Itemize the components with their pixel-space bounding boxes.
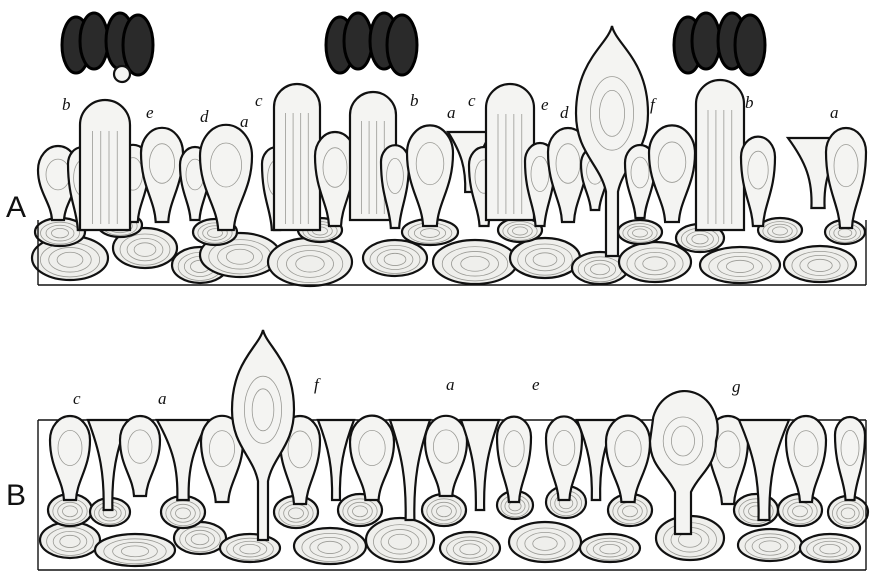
label-basidium: b bbox=[62, 95, 71, 114]
substrate-cell-b-1 bbox=[95, 534, 175, 566]
label-paraphysis: a bbox=[240, 112, 249, 131]
club-b-18 bbox=[835, 417, 865, 500]
substrate-cell-a-9 bbox=[619, 242, 691, 282]
club-b-0 bbox=[50, 416, 90, 500]
club-a-4 bbox=[141, 128, 183, 222]
substrate-cell-a-11 bbox=[784, 246, 856, 282]
sterigma-bubble bbox=[114, 66, 130, 82]
label-cystidium-f: f bbox=[650, 95, 657, 114]
club-a-18-outline bbox=[826, 128, 866, 228]
paraphysis-b-6-outline bbox=[318, 420, 354, 500]
label-young-basidium-e2: e bbox=[541, 95, 549, 114]
label-b-e: e bbox=[532, 375, 540, 394]
club-b-14-outline bbox=[606, 416, 650, 502]
substrate-cell-a-5 bbox=[363, 240, 427, 276]
spores-a-2-spore-3 bbox=[387, 15, 417, 75]
substrate-cell-a-10 bbox=[700, 247, 780, 283]
club-b-17-outline bbox=[786, 416, 826, 502]
club-a-18 bbox=[826, 128, 866, 228]
substrate-cell-b-0 bbox=[40, 522, 100, 558]
substrate-cell-b-5 bbox=[366, 518, 434, 562]
club-b-0-outline bbox=[50, 416, 90, 500]
panel-a bbox=[32, 13, 866, 286]
panel-a-label: A bbox=[6, 191, 26, 224]
substrate-cell-a-6 bbox=[433, 240, 517, 284]
panel-b bbox=[38, 330, 868, 570]
club-a-10 bbox=[407, 125, 453, 226]
spores-a-3-spore-3 bbox=[735, 15, 765, 75]
club-b-7 bbox=[350, 416, 394, 500]
label-b-g: g bbox=[732, 377, 741, 396]
club-b-7-outline bbox=[350, 416, 394, 500]
paraphysis-b-6 bbox=[318, 420, 354, 500]
substrate-cell-b-17 bbox=[422, 494, 466, 526]
substrate-cell-a-20 bbox=[758, 218, 802, 242]
label-young-basidium-d: d bbox=[200, 107, 209, 126]
label-b-f: f bbox=[314, 375, 321, 394]
club-b-11-outline bbox=[497, 417, 531, 502]
club-a-4-outline bbox=[141, 128, 183, 222]
label-b-a2: a bbox=[446, 375, 455, 394]
label-cystidium-c: c bbox=[255, 91, 263, 110]
club-a-17 bbox=[741, 137, 775, 226]
club-b-17 bbox=[786, 416, 826, 502]
club-b-2-outline bbox=[120, 416, 160, 496]
spores-a-2-spore-1 bbox=[344, 13, 372, 69]
club-b-11 bbox=[497, 417, 531, 502]
spores-a-3-spore-1 bbox=[692, 13, 720, 69]
paraphysis-b-10-outline bbox=[461, 420, 499, 510]
spores-a-2 bbox=[326, 13, 417, 75]
cystidium-b-g-outline bbox=[650, 391, 718, 534]
substrate-cell-b-11 bbox=[800, 534, 860, 562]
spores-a-1-spore-3 bbox=[123, 15, 153, 75]
substrate-cell-a-7 bbox=[510, 238, 580, 278]
substrate-cell-a-18 bbox=[618, 220, 662, 244]
label-basidium-b3: b bbox=[745, 93, 754, 112]
label-paraphysis-a2: a bbox=[447, 103, 456, 122]
club-a-16-outline bbox=[649, 125, 695, 222]
basidium-a-b1 bbox=[80, 100, 130, 230]
substrate-cell-b-7 bbox=[509, 522, 581, 562]
label-b-a: a bbox=[158, 389, 167, 408]
substrate-cell-b-3 bbox=[220, 534, 280, 562]
club-a-6 bbox=[200, 125, 252, 230]
substrate-cell-b-8 bbox=[580, 534, 640, 562]
panel-b-label: B bbox=[6, 479, 26, 512]
club-a-17-outline bbox=[741, 137, 775, 226]
substrate-cell-b-21 bbox=[734, 494, 778, 526]
club-a-6-outline bbox=[200, 125, 252, 230]
substrate-cell-b-4 bbox=[294, 528, 366, 564]
basidium-a-b1-outline bbox=[80, 100, 130, 230]
club-b-14 bbox=[606, 416, 650, 502]
basidium-a-b3 bbox=[696, 80, 744, 230]
spores-a-1-spore-1 bbox=[80, 13, 108, 69]
paraphysis-b-10 bbox=[461, 420, 499, 510]
club-b-9 bbox=[425, 416, 467, 496]
basidium-a-b3-outline bbox=[696, 80, 744, 230]
club-a-10-outline bbox=[407, 125, 453, 226]
substrate-cell-b-6 bbox=[440, 532, 500, 564]
substrate-cell-a-4 bbox=[268, 238, 352, 286]
label-young-basidium-d2: d bbox=[560, 103, 569, 122]
club-b-2 bbox=[120, 416, 160, 496]
label-cystidium-c2: c bbox=[468, 91, 476, 110]
substrate-cell-b-10 bbox=[738, 529, 802, 561]
club-b-18-outline bbox=[835, 417, 865, 500]
spores-a-1 bbox=[62, 13, 153, 75]
label-b-c: c bbox=[73, 389, 81, 408]
club-a-16 bbox=[649, 125, 695, 222]
cystidium-a-c1-outline bbox=[274, 84, 320, 230]
cystidium-a-c1 bbox=[274, 84, 320, 230]
club-b-9-outline bbox=[425, 416, 467, 496]
label-basidium-b2: b bbox=[410, 91, 419, 110]
cystidium-b-g bbox=[650, 391, 718, 534]
label-young-basidium: e bbox=[146, 103, 154, 122]
spores-a-3 bbox=[674, 13, 765, 75]
label-paraphysis-a3: a bbox=[830, 103, 839, 122]
